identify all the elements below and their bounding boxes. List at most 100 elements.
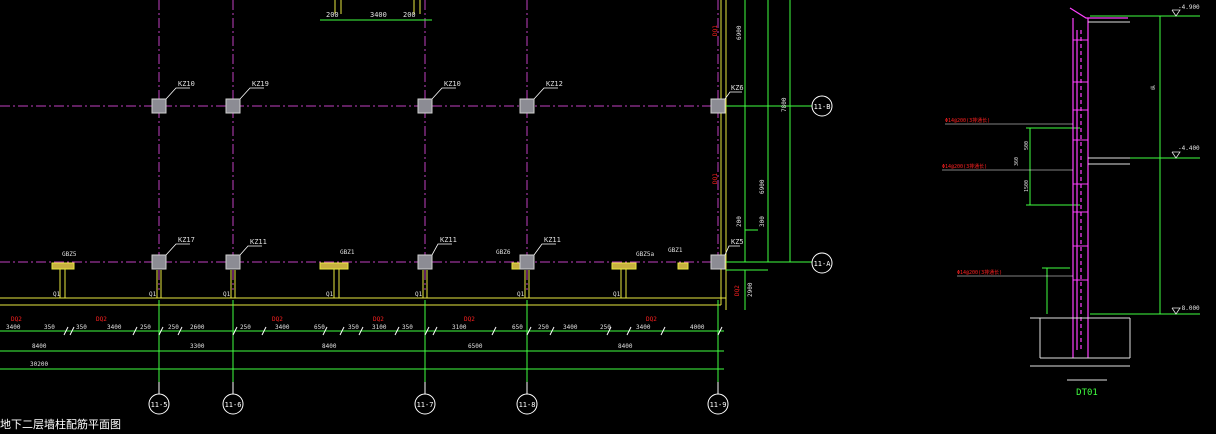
bottom-wall — [0, 297, 726, 306]
wall-tag: Q1 — [517, 291, 525, 298]
axis-label: 11-5 — [151, 401, 168, 409]
rebar-note: Φ14@200(3排通长) — [945, 117, 990, 124]
axis-bubble — [414, 393, 436, 415]
column-tag: KZ17 — [178, 236, 195, 244]
top-dim-text: 3400 — [370, 11, 387, 19]
wall-top — [1069, 7, 1128, 19]
section-level-lines — [1026, 15, 1200, 315]
section-label: DT01 — [1076, 388, 1098, 398]
dq-tag: DQ2 — [373, 316, 384, 323]
dim-text: 500 — [1024, 141, 1030, 150]
axis-labels-bottom: 11-5 11-6 11-7 11-8 11-9 — [151, 401, 727, 409]
dim-text: 8400 — [32, 343, 47, 350]
elevation-markers — [1171, 9, 1181, 315]
note-leaders — [942, 123, 1073, 277]
column — [151, 98, 167, 114]
section-red-notes: Φ14@200(3排通长) Φ14@200(3排通长) Φ14@200(3排通长… — [942, 117, 1002, 276]
column-tag: KZ5 — [731, 238, 744, 246]
axis-label: 11-A — [814, 260, 832, 268]
columns — [151, 98, 726, 270]
wall-tag: Q1 — [326, 291, 334, 298]
gbz-tag: GBZ1 — [668, 247, 683, 254]
dim-text: 250 — [600, 324, 611, 331]
column-tag: KZ10 — [178, 80, 195, 88]
dim-text: 250 — [140, 324, 151, 331]
gbz-block — [611, 262, 637, 270]
grid-lines — [0, 0, 728, 290]
drawing-title: 地下二层墙柱配筋平面图 — [0, 417, 121, 431]
column — [417, 98, 433, 114]
wall-tag: Q1 — [415, 291, 423, 298]
dim-text: 3400 — [636, 324, 651, 331]
wall-tags: Q1 Q1 Q1 Q1 Q1 Q1 Q1 — [53, 291, 621, 298]
leader — [431, 87, 456, 100]
slab-lines — [1030, 21, 1131, 381]
leader — [724, 91, 742, 100]
dq-tag: DQ2 — [464, 316, 475, 323]
axis-bubble — [707, 393, 729, 415]
dim-text: 3100 — [372, 324, 387, 331]
right-wall — [720, 0, 727, 310]
right-dims: 6900 7800 6900 200 300 2900 — [736, 25, 788, 297]
dim-text: 250 — [168, 324, 179, 331]
axis-label: 11-6 — [225, 401, 242, 409]
gbz-block — [319, 262, 349, 270]
rebar-note: Φ14@200(3排通长) — [957, 269, 1002, 276]
rebar-note: Φ14@200(3排通长) — [942, 163, 987, 170]
axis-bubble — [811, 252, 833, 274]
dim-text: 7800 — [781, 97, 788, 112]
axis-bubbles-bottom — [148, 382, 729, 415]
dim-text: 250 — [240, 324, 251, 331]
column — [225, 254, 241, 270]
dim-text: 200 — [736, 216, 743, 227]
gbz-block — [677, 262, 689, 270]
dim-text: 350 — [402, 324, 413, 331]
dim-text: 650 — [314, 324, 325, 331]
axis-bubble — [811, 95, 833, 117]
section-wall — [1069, 7, 1128, 358]
column-tag: KZ10 — [444, 80, 461, 88]
dim-ticks — [63, 326, 723, 336]
column-leaders — [165, 87, 742, 256]
dq-tags: DQ2 DQ2 DQ2 DQ2 DQ2 DQ2 — [11, 316, 657, 323]
leader — [431, 243, 452, 256]
column — [710, 254, 726, 270]
axis-bubbles-right — [811, 95, 833, 274]
column — [519, 254, 535, 270]
right-wall-tags: DQ1 DQ1 DQ2 — [712, 25, 741, 296]
dim-row1: 3400 350 350 3400 250 250 2600 250 3400 … — [6, 324, 705, 331]
section-view: Φ14@200(3排通长) Φ14@200(3排通长) Φ14@200(3排通长… — [942, 4, 1200, 398]
dim-text: 4000 — [690, 324, 705, 331]
dim-text: 3400 — [107, 324, 122, 331]
wall-tag: Q1 — [223, 291, 231, 298]
dim-text: 3100 — [452, 324, 467, 331]
column-tags-b: KZ10 KZ19 KZ10 KZ12 KZ6 — [178, 80, 744, 92]
dim-text: 3300 — [190, 343, 205, 350]
column-tag: KZ11 — [250, 238, 267, 246]
column — [417, 254, 433, 270]
leader — [165, 243, 190, 256]
top-dim-text: 200 — [326, 11, 339, 19]
dq-tag: DQ2 — [96, 316, 107, 323]
elevation-text: -4.400 — [1178, 145, 1200, 152]
dq-tag: DQ2 — [11, 316, 22, 323]
dim-text: 3400 — [275, 324, 290, 331]
wall-tag: Q1 — [53, 291, 61, 298]
column-tag: KZ11 — [544, 236, 561, 244]
dim-text: 350 — [44, 324, 55, 331]
wall-stubs — [59, 268, 627, 298]
gbz-tags: GBZ5 GBZ1 GBZ6 GBZ5a GBZ1 — [62, 247, 683, 258]
elevation-text: -4.900 — [1178, 4, 1200, 11]
axis-bubble — [516, 393, 538, 415]
elevation-text: -8.000 — [1178, 305, 1200, 312]
gbz-blocks — [51, 262, 689, 270]
gbz-tag: GBZ5 — [62, 251, 77, 258]
dim-text: 6900 — [759, 179, 766, 194]
dim-text: 8400 — [618, 343, 633, 350]
dim-text: 360 — [1014, 157, 1020, 166]
plan-view: 200 3400 200 — [0, 0, 833, 431]
dim-text: 6900 — [736, 25, 743, 40]
dq-tag: DQ1 — [712, 173, 719, 184]
elevations: -4.900 -4.400 -8.000 — [1178, 4, 1200, 312]
dq-tag: DQ2 — [734, 285, 741, 296]
